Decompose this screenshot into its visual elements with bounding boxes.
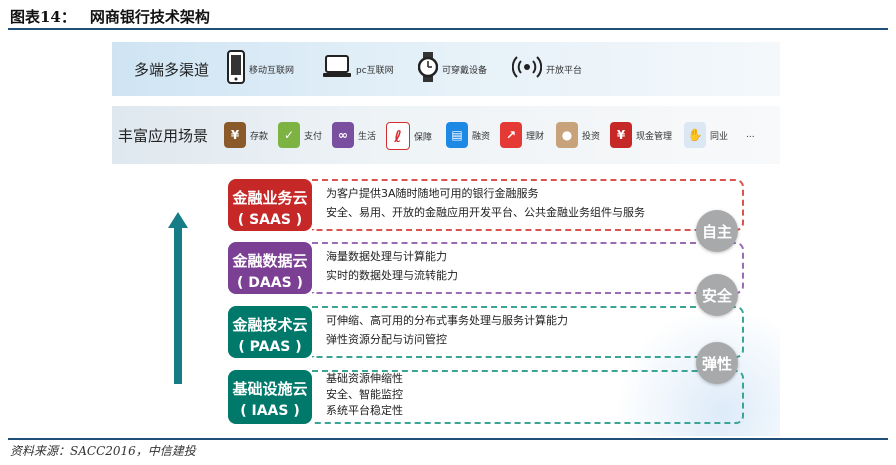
layer-box <box>312 306 744 358</box>
layer-desc-line: 为客户提供3A随时随地可用的银行金融服务 <box>326 187 539 200</box>
layer-box <box>312 179 744 231</box>
smartwatch-icon <box>417 52 439 86</box>
layer-box <box>312 370 744 424</box>
terminals-label: 多端多渠道 <box>134 61 210 79</box>
scenarios-label: 丰富应用场景 <box>118 127 209 145</box>
scenario-label: 同业 <box>710 131 729 142</box>
layer-description: 为客户提供3A随时随地可用的银行金融服务 安全、易用、开放的金融应用开发平台、公… <box>326 184 645 222</box>
cash-management-icon: ¥ <box>610 122 632 148</box>
scenario-label: 支付 <box>304 131 323 142</box>
wireless-signal-icon <box>511 54 543 84</box>
scenarios-more: ... <box>746 130 755 140</box>
figure-title-text: 网商银行技术架构 <box>89 8 210 26</box>
scenario-item: ¥ 存款 <box>224 122 268 148</box>
layer-desc-line: 海量数据处理与计算能力 <box>326 250 447 263</box>
source-note: 资料来源：SACC2016，中信建投 <box>10 444 196 458</box>
layer-desc-line: 安全、易用、开放的金融应用开发平台、公共金融业务组件与服务 <box>326 206 645 219</box>
layer-desc-line: 弹性资源分配与访问管控 <box>326 333 447 346</box>
scenario-item: ↗ 理财 <box>500 122 544 148</box>
layer-name: 基础设施云 <box>232 380 308 398</box>
terminal-item: 移动互联网 <box>227 50 294 88</box>
terminal-label: 移动互联网 <box>249 65 295 76</box>
layer-label: 基础设施云 ( IAAS ) <box>228 370 312 424</box>
layer-name: 金融数据云 <box>232 252 308 270</box>
terminal-label: 开放平台 <box>546 65 583 76</box>
scenario-item: ▤ 融资 <box>446 122 490 148</box>
layer-abbr: ( SAAS ) <box>237 212 303 228</box>
mobile-phone-icon <box>227 50 245 88</box>
badge-autonomous: 自主 <box>696 210 738 252</box>
layer-desc-line: 基础资源伸缩性 <box>326 372 403 385</box>
layer-name: 金融业务云 <box>232 189 308 207</box>
layer-description: 可伸缩、高可用的分布式事务处理与服务计算能力 弹性资源分配与访问管控 <box>326 311 568 349</box>
wealth-icon: ↗ <box>500 122 522 148</box>
scenario-item: ∞ 生活 <box>332 122 376 148</box>
scenario-label: 生活 <box>358 131 377 142</box>
architecture-diagram: 多端多渠道 移动互联网 pc互联网 可穿戴设备 开放平台 丰富应用场景 ¥ 存款… <box>112 34 780 436</box>
layer-label: 金融技术云 ( PAAS ) <box>228 306 312 358</box>
scenario-label: 现金管理 <box>636 131 673 142</box>
badge-security: 安全 <box>696 274 738 316</box>
layer-description: 海量数据处理与计算能力 实时的数据处理与流转能力 <box>326 247 458 285</box>
scenario-label: 融资 <box>472 131 491 142</box>
figure-title: 图表14： 网商银行技术架构 <box>10 6 210 27</box>
layer-name: 金融技术云 <box>232 316 308 334</box>
scenario-label: 存款 <box>250 131 269 142</box>
layer-desc-line: 实时的数据处理与流转能力 <box>326 269 458 282</box>
deposit-icon: ¥ <box>224 122 246 148</box>
layer-desc-line: 可伸缩、高可用的分布式事务处理与服务计算能力 <box>326 314 568 327</box>
layer-desc-line: 安全、智能监控 <box>326 388 403 401</box>
layer-label: 金融业务云 ( SAAS ) <box>228 179 312 231</box>
upward-arrow <box>168 212 188 388</box>
top-rule <box>8 28 888 30</box>
financing-icon: ▤ <box>446 122 468 148</box>
scenario-item: ✋ 同业 <box>684 122 728 148</box>
terminal-item: 开放平台 <box>511 54 583 84</box>
decorative-background <box>590 316 780 436</box>
scenario-label: 投资 <box>582 131 601 142</box>
scenario-item: ✓ 支付 <box>278 122 322 148</box>
scenario-item: ℓ 保障 <box>386 122 432 150</box>
scenario-item: ● 投资 <box>556 122 600 148</box>
scenario-item: ¥ 现金管理 <box>610 122 672 148</box>
insurance-icon: ℓ <box>386 122 410 150</box>
figure-number: 图表14： <box>10 8 76 26</box>
scenario-label: 理财 <box>526 131 545 142</box>
layer-label: 金融数据云 ( DAAS ) <box>228 242 312 294</box>
layer-box <box>312 242 744 294</box>
terminal-label: 可穿戴设备 <box>442 65 488 76</box>
laptop-icon <box>322 54 352 84</box>
scenario-label: 保障 <box>414 132 433 143</box>
layer-abbr: ( IAAS ) <box>240 403 300 419</box>
bottom-rule <box>8 438 888 440</box>
layer-abbr: ( DAAS ) <box>237 275 303 291</box>
badge-elasticity: 弹性 <box>696 342 738 384</box>
terminals-strip <box>112 42 780 96</box>
life-icon: ∞ <box>332 122 354 148</box>
layer-desc-line: 系统平台稳定性 <box>326 404 403 417</box>
terminal-label: pc互联网 <box>356 65 394 76</box>
payment-icon: ✓ <box>278 122 300 148</box>
layer-description: 基础资源伸缩性 安全、智能监控 系统平台稳定性 <box>326 371 403 419</box>
terminal-item: 可穿戴设备 <box>417 52 488 86</box>
investment-icon: ● <box>556 122 578 148</box>
layer-abbr: ( PAAS ) <box>238 339 302 355</box>
peer-industry-icon: ✋ <box>684 122 706 148</box>
terminal-item: pc互联网 <box>322 54 394 84</box>
